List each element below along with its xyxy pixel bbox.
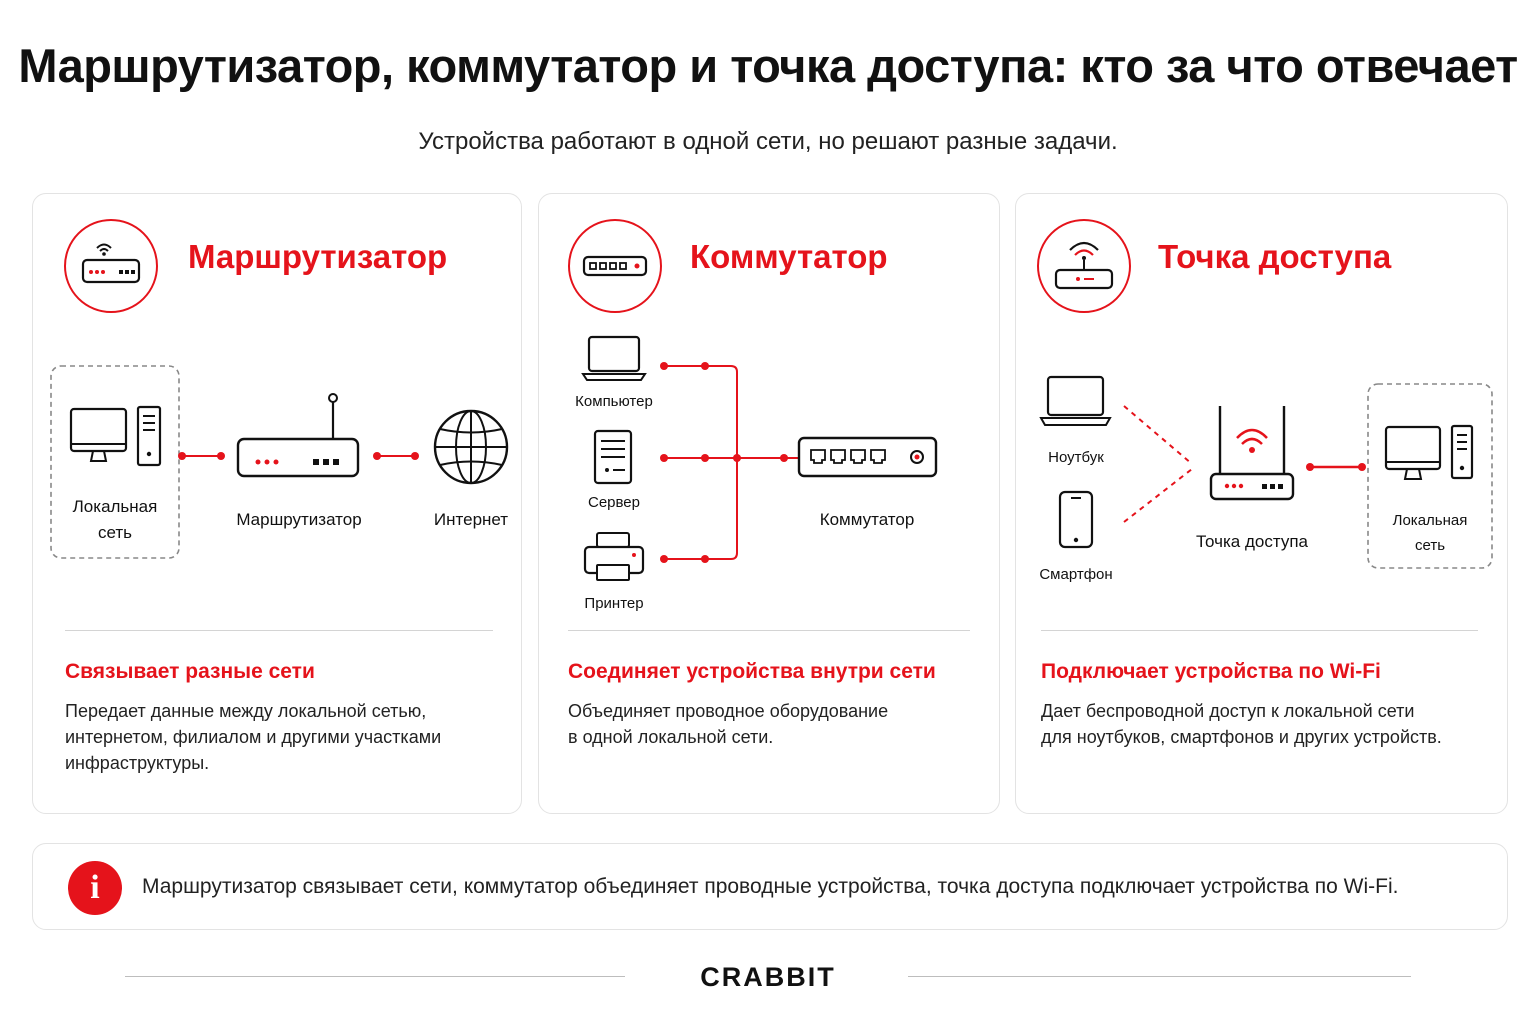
router-desc-line: интернетом, филиалом и другими участками bbox=[65, 727, 442, 747]
switch-description: Объединяет проводное оборудование в одно… bbox=[568, 698, 888, 750]
internet-label: Интернет bbox=[434, 510, 508, 529]
footer-divider-left bbox=[125, 976, 625, 977]
connector-line bbox=[178, 452, 225, 460]
router-card: Локальная сеть Маршрутизатор bbox=[32, 193, 522, 814]
pc-tower-icon bbox=[1450, 424, 1474, 480]
router-heading: Связывает разные сети bbox=[65, 660, 315, 683]
switch-icon bbox=[568, 219, 662, 313]
local-network-box bbox=[50, 365, 180, 559]
local-network-label-line1: Локальная bbox=[73, 497, 158, 516]
local-network-box bbox=[1367, 383, 1493, 569]
wireless-links bbox=[1123, 405, 1193, 523]
access-point-desc-line: для ноутбуков, смартфонов и других устро… bbox=[1041, 727, 1442, 747]
printer-label: Принтер bbox=[584, 595, 643, 612]
wiring-nodes bbox=[660, 362, 788, 563]
pc-tower-icon bbox=[136, 405, 162, 467]
access-point-description: Дает беспроводной доступ к локальной сет… bbox=[1041, 698, 1442, 750]
monitor-icon bbox=[1384, 425, 1442, 480]
access-point-divider bbox=[1041, 630, 1478, 631]
computer-label: Компьютер bbox=[575, 393, 653, 410]
switch-divider bbox=[568, 630, 970, 631]
router-divider bbox=[65, 630, 493, 631]
local-network-label-line2: сеть bbox=[98, 523, 132, 542]
access-point-diagram: Ноутбук Смартфон Точка доступа bbox=[1037, 219, 1493, 583]
access-point-device-label: Точка доступа bbox=[1196, 532, 1309, 551]
router-device-label: Маршрутизатор bbox=[236, 510, 361, 529]
footer-divider-right bbox=[908, 976, 1411, 977]
printer-icon bbox=[583, 532, 645, 581]
connector-line bbox=[373, 452, 419, 460]
server-label: Сервер bbox=[588, 494, 640, 511]
switch-device-icon bbox=[797, 436, 938, 478]
switch-card: Компьютер Сервер Принтер bbox=[538, 193, 1000, 814]
access-point-card-title: Точка доступа bbox=[1158, 238, 1392, 275]
access-point-card: Ноутбук Смартфон Точка доступа bbox=[1015, 193, 1508, 814]
switch-heading: Соединяет устройства внутри сети bbox=[568, 660, 936, 683]
router-diagram: Локальная сеть Маршрутизатор bbox=[50, 219, 509, 559]
switch-diagram: Компьютер Сервер Принтер bbox=[568, 219, 938, 612]
laptop-label: Ноутбук bbox=[1048, 449, 1104, 466]
access-point-icon bbox=[1037, 219, 1131, 313]
globe-icon bbox=[433, 409, 509, 485]
switch-card-title: Коммутатор bbox=[690, 238, 888, 275]
switch-device-label: Коммутатор bbox=[820, 510, 915, 529]
connector-line bbox=[1306, 463, 1366, 471]
access-point-heading: Подключает устройства по Wi-Fi bbox=[1041, 660, 1381, 683]
local-network-label-line1: Локальная bbox=[1393, 512, 1468, 529]
smartphone-icon bbox=[1058, 490, 1094, 549]
brand-logo: CRABBIT bbox=[700, 962, 836, 992]
page-title: Маршрутизатор, коммутатор и точка доступ… bbox=[18, 39, 1518, 92]
router-device-icon bbox=[236, 393, 360, 478]
wiring-lines bbox=[664, 365, 799, 560]
router-card-title: Маршрутизатор bbox=[188, 238, 448, 275]
switch-desc-line: Объединяет проводное оборудование bbox=[568, 701, 889, 721]
access-point-device-icon bbox=[1209, 406, 1295, 501]
computer-icon bbox=[581, 335, 647, 381]
server-icon bbox=[593, 429, 633, 485]
monitor-icon bbox=[69, 407, 128, 462]
page-subtitle: Устройства работают в одной сети, но реш… bbox=[418, 128, 1118, 155]
summary-note bbox=[32, 843, 1508, 930]
access-point-desc-line: Дает беспроводной доступ к локальной сет… bbox=[1041, 701, 1415, 721]
switch-desc-line: в одной локальной сети. bbox=[568, 727, 774, 747]
info-icon: i bbox=[68, 861, 122, 915]
router-icon bbox=[64, 219, 158, 313]
summary-note-text: Маршрутизатор связывает сети, коммутатор… bbox=[142, 875, 1399, 898]
laptop-icon bbox=[1039, 375, 1112, 426]
smartphone-label: Смартфон bbox=[1039, 566, 1112, 583]
local-network-label-line2: сеть bbox=[1415, 537, 1445, 554]
router-desc-line: инфраструктуры. bbox=[65, 753, 210, 773]
router-description: Передает данные между локальной сетью, и… bbox=[65, 698, 441, 776]
router-desc-line: Передает данные между локальной сетью, bbox=[65, 701, 427, 721]
